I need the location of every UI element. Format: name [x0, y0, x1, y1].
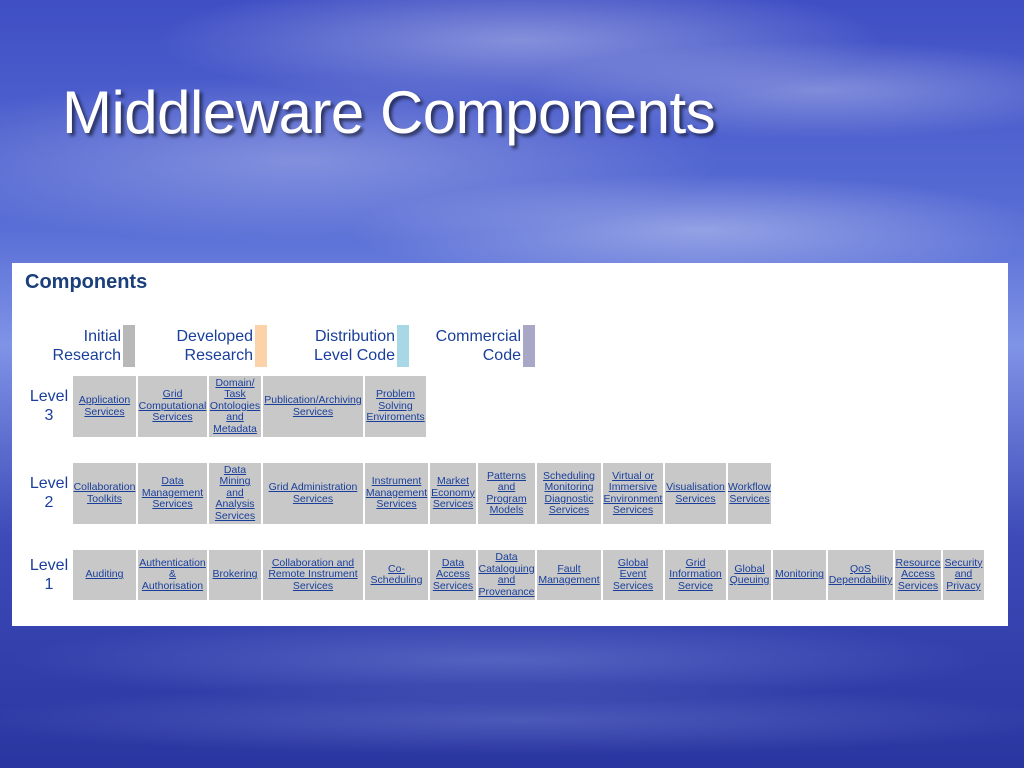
component-data-cataloguing-provenance[interactable]: Data Cataloguing and Provenance — [478, 550, 535, 600]
component-collaboration-remote-instrument-services[interactable]: Collaboration and Remote Instrument Serv… — [263, 550, 363, 600]
component-data-access-services[interactable]: Data Access Services — [430, 550, 476, 600]
component-global-queuing[interactable]: Global Queuing — [728, 550, 771, 600]
component-co-scheduling[interactable]: Co-Scheduling — [365, 550, 428, 600]
component-collaboration-toolkits[interactable]: Collaboration Toolkits — [73, 463, 136, 524]
component-authentication-authorisation[interactable]: Authentication & Authorisation — [138, 550, 207, 600]
component-problem-solving-environments[interactable]: Problem Solving Enviroments — [365, 376, 426, 437]
component-qos-dependability[interactable]: QoS Dependability — [828, 550, 893, 600]
legend-swatch — [255, 325, 267, 367]
legend-swatch — [397, 325, 409, 367]
legend-commercial-code: Commercial Code — [424, 325, 535, 367]
component-workflow-services[interactable]: Workflow Services — [728, 463, 771, 524]
component-visualisation-services[interactable]: Visualisation Services — [665, 463, 726, 524]
component-monitoring[interactable]: Monitoring — [773, 550, 826, 600]
component-fault-management[interactable]: Fault Management — [537, 550, 601, 600]
panel-title: Components — [25, 271, 148, 293]
legend-label: Initial Research — [52, 328, 121, 364]
legend-swatch — [523, 325, 535, 367]
slide-title: Middleware Components — [62, 79, 716, 146]
legend-swatch — [123, 325, 135, 367]
legend-distribution-level-code: Distribution Level Code — [297, 325, 409, 367]
component-grid-computational-services[interactable]: Grid Computational Services — [138, 376, 207, 437]
component-data-mining-analysis-services[interactable]: Data Mining and Analysis Services — [209, 463, 261, 524]
component-grid-administration-services[interactable]: Grid Administration Services — [263, 463, 363, 524]
component-application-services[interactable]: Application Services — [73, 376, 136, 437]
legend-label: Commercial Code — [435, 328, 521, 364]
level-1-label: Level 1 — [29, 557, 69, 593]
level-3-label: Level 3 — [29, 388, 69, 424]
component-instrument-management-services[interactable]: Instrument Management Services — [365, 463, 428, 524]
component-patterns-program-models[interactable]: Patterns and Program Models — [478, 463, 535, 524]
legend-label: Distribution Level Code — [314, 328, 395, 364]
component-virtual-immersive-environment-services[interactable]: Virtual or Immersive Environment Service… — [603, 463, 663, 524]
component-resource-access-services[interactable]: Resource Access Services — [895, 550, 941, 600]
component-global-event-services[interactable]: Global Event Services — [603, 550, 663, 600]
component-domain-task-ontologies[interactable]: Domain/ Task Ontologies and Metadata — [209, 376, 261, 437]
component-scheduling-monitoring-diagnostic-services[interactable]: Scheduling Monitoring Diagnostic Service… — [537, 463, 601, 524]
level-2-label: Level 2 — [29, 475, 69, 511]
component-market-economy-services[interactable]: Market Economy Services — [430, 463, 476, 524]
component-data-management-services[interactable]: Data Management Services — [138, 463, 207, 524]
legend-developed-research: Developed Research — [162, 325, 267, 367]
component-publication-archiving-services[interactable]: Publication/Archiving Services — [263, 376, 363, 437]
component-brokering[interactable]: Brokering — [209, 550, 261, 600]
component-auditing[interactable]: Auditing — [73, 550, 136, 600]
component-security-privacy[interactable]: Security and Privacy — [943, 550, 984, 600]
component-grid-information-service[interactable]: Grid Information Service — [665, 550, 726, 600]
components-panel: Components Initial Research Developed Re… — [12, 263, 1008, 626]
legend-initial-research: Initial Research — [46, 325, 135, 367]
legend-label: Developed Research — [176, 328, 254, 364]
